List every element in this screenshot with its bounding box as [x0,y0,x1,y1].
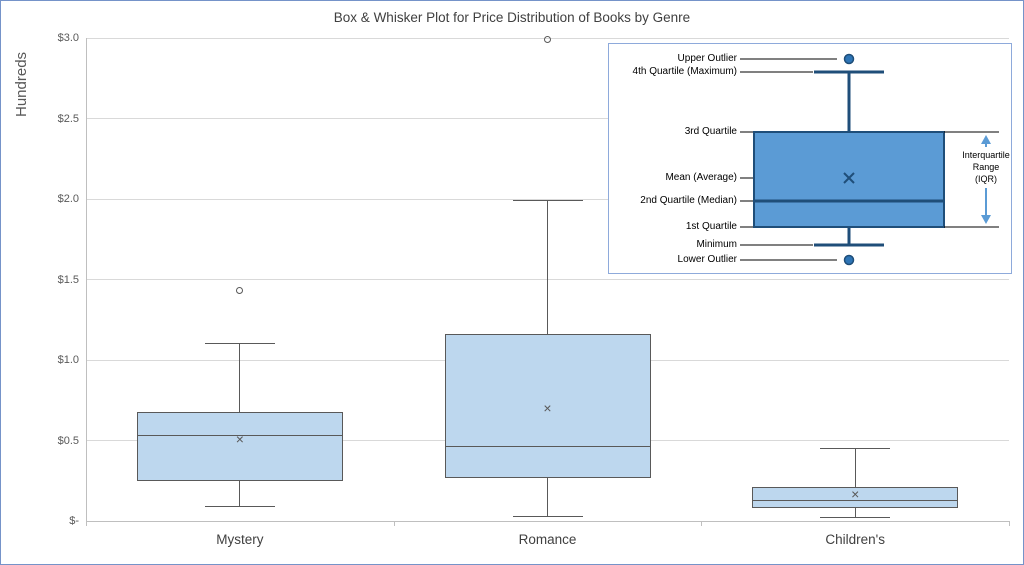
legend-inset-drawing [740,53,999,266]
mean-marker: × [235,430,244,447]
inset-label-iqr: Interquartile Range (IQR) [955,149,1017,185]
median-line [136,435,343,437]
x-axis-tick [393,521,395,526]
median-line [752,499,959,501]
category-label: Mystery [216,532,264,547]
outlier-point [236,287,244,295]
inset-label-upper-outlier: Upper Outlier [677,53,737,64]
iqr-label-line1: Interquartile [962,150,1010,160]
gridline [86,198,1009,200]
box [444,334,651,478]
whisker-lower [854,508,856,518]
inset-box [753,131,945,228]
inset-label-q3: 3rd Quartile [684,126,737,137]
box [752,487,959,509]
y-tick-label: $2.5 [57,112,79,125]
y-tick-label: $2.0 [57,193,79,205]
category-label: Children's [825,532,885,547]
inset-label-minimum: Minimum [696,239,737,250]
iqr-label-line3: (IQR) [975,174,997,184]
whisker-cap-max [820,448,891,450]
y-tick-label: $0.5 [57,434,79,447]
whisker-cap-min [820,517,891,519]
gridline [86,118,1009,119]
whisker-cap-max [512,200,583,202]
y-tick-label: $1.0 [57,354,79,366]
inset-label-q1: 1st Quartile [685,221,737,232]
whisker-upper [239,343,241,412]
inset-lower-outlier-dot [843,254,855,266]
x-axis-tick [701,521,703,526]
y-tick-label: $1.5 [57,273,79,286]
y-tick-label: $3.0 [57,32,79,44]
x-axis-tick [1009,521,1010,526]
whisker-cap-min [512,515,583,517]
whisker-upper [854,448,856,488]
y-axis-line [86,38,87,521]
inset-label-mean: Mean (Average) [665,172,737,183]
inset-label-maximum: 4th Quartile (Maximum) [632,66,737,77]
category-label: Romance [518,532,577,547]
iqr-arrow-down-head [981,215,991,224]
whisker-lower [547,477,548,517]
chart-title: Box & Whisker Plot for Price Distributio… [333,10,691,25]
mean-marker: × [851,485,860,502]
outlier-point [544,36,551,44]
inset-label-median: 2nd Quartile (Median) [640,195,737,206]
legend-inset: Upper Outlier 4th Quartile (Maximum) 3rd… [608,43,1012,274]
x-axis-line [86,521,1010,522]
whisker-lower [239,480,241,507]
inset-upper-outlier-dot [843,53,855,65]
whisker-upper [547,200,548,335]
iqr-arrow-up-head [981,135,991,144]
y-tick-label: $- [69,515,79,527]
mean-marker: × [543,400,552,417]
box [136,411,343,481]
x-axis-tick [86,521,87,526]
whisker-cap-max [204,343,275,345]
inset-label-lower-outlier: Lower Outlier [677,254,737,265]
iqr-label-line2: Range [972,162,1000,172]
median-line [444,446,651,448]
inset-mean-marker [843,172,855,184]
whisker-cap-min [204,506,275,507]
